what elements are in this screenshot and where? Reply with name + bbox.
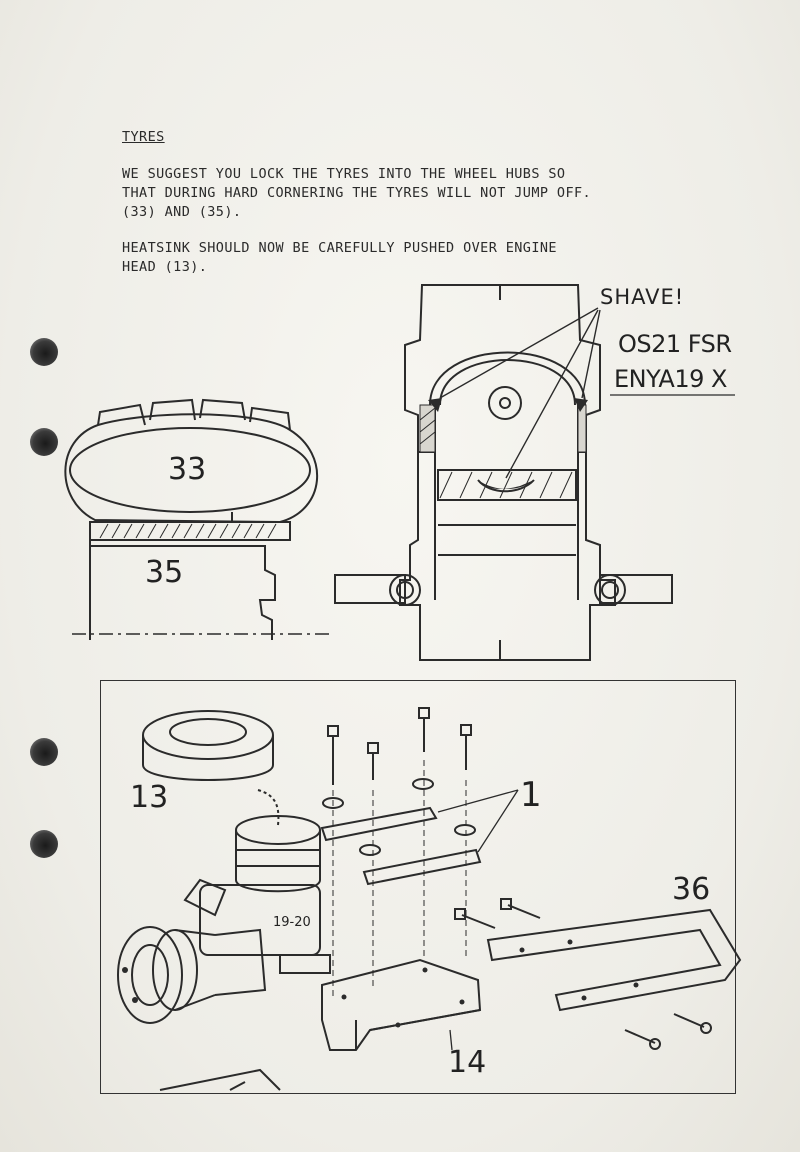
section-heading: TYRES xyxy=(122,129,165,145)
mount-part-number: 14 xyxy=(448,1045,487,1080)
punch-hole xyxy=(30,738,58,766)
punch-hole xyxy=(30,338,58,366)
punch-hole xyxy=(30,830,58,858)
assembly-diagram-frame xyxy=(100,680,736,1094)
tyre-part-number: 33 xyxy=(168,452,207,487)
hub-part-number: 35 xyxy=(145,555,184,590)
engine-model-enya: ENYA19 X xyxy=(614,365,727,393)
bracket-part-number: 36 xyxy=(672,872,711,907)
shave-callout: SHAVE! xyxy=(600,285,685,309)
tyres-paragraph: WE SUGGEST YOU LOCK THE TYRES INTO THE W… xyxy=(122,166,592,220)
engine-size-tag: 19-20 xyxy=(273,915,311,930)
punch-hole xyxy=(30,428,58,456)
engine-model-os: OS21 FSR xyxy=(618,330,732,358)
heatsink-part-number: 13 xyxy=(130,780,169,815)
heatsink-paragraph: HEATSINK SHOULD NOW BE CAREFULLY PUSHED … xyxy=(122,240,557,275)
strap-part-number: 1 xyxy=(520,775,542,815)
